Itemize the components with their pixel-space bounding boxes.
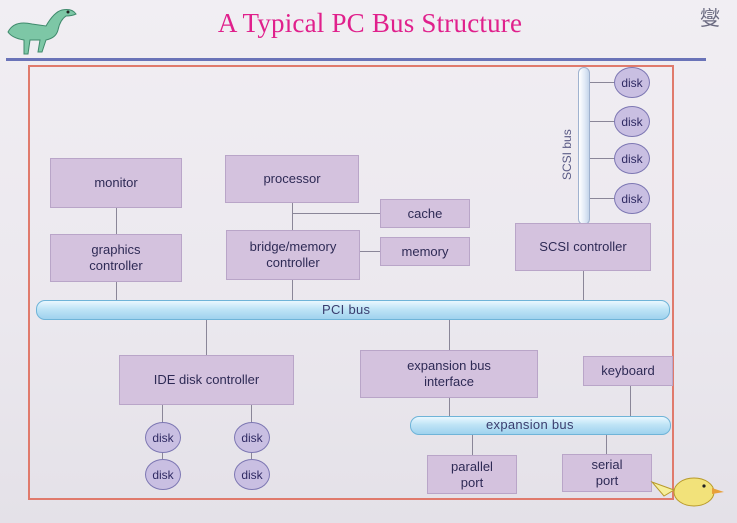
connector-keyboard-bus [630, 386, 631, 416]
keyboard-box: keyboard [583, 356, 673, 386]
diagram-frame [28, 65, 674, 500]
disk-icon: disk [614, 183, 650, 214]
disk-icon: disk [614, 106, 650, 137]
expansion-bus-interface-box: expansion bus interface [360, 350, 538, 398]
connector-scsi-disk-4 [588, 198, 616, 199]
memory-box: memory [380, 237, 470, 266]
connector-expansion-interface-bus [449, 398, 450, 416]
parallel-port-box: parallel port [427, 455, 517, 494]
scsi-bus [578, 67, 590, 225]
connector-scsi-pci [583, 271, 584, 309]
disk-icon: disk [145, 459, 181, 490]
disk-icon: disk [614, 67, 650, 98]
connector-scsi-disk-3 [588, 158, 616, 159]
connector-bridge-pci [292, 280, 293, 318]
connector-processor-bridge [292, 203, 293, 230]
bird-icon [650, 477, 724, 507]
disk-icon: disk [234, 459, 270, 490]
connector-scsi-disk-2 [588, 121, 616, 122]
scsi-controller-box: SCSI controller [515, 223, 651, 271]
dinosaur-icon [7, 9, 77, 55]
connector-cache-horizontal [292, 213, 380, 214]
bridge-memory-controller-box: bridge/memory controller [226, 230, 360, 280]
disk-icon: disk [234, 422, 270, 453]
connector-bus-parallel [472, 432, 473, 455]
expansion-bus-label: expansion bus [486, 417, 574, 432]
corner-watermark: 燮 [700, 8, 720, 30]
scsi-bus-label: SCSI bus [560, 129, 574, 180]
connector-pci-expansion-interface [449, 318, 450, 350]
disk-icon: disk [614, 143, 650, 174]
cache-box: cache [380, 199, 470, 228]
expansion-bus [410, 416, 671, 435]
graphics-controller-box: graphics controller [50, 234, 182, 282]
processor-box: processor [225, 155, 359, 203]
disk-icon: disk [145, 422, 181, 453]
monitor-box: monitor [50, 158, 182, 208]
connector-bridge-memory [360, 251, 380, 252]
pci-bus [36, 300, 670, 320]
title-divider [6, 58, 706, 61]
page-title: A Typical PC Bus Structure [217, 8, 523, 38]
connector-pci-ide [206, 318, 207, 355]
connector-bus-serial [606, 432, 607, 454]
ide-disk-controller-box: IDE disk controller [119, 355, 294, 405]
pci-bus-label: PCI bus [322, 302, 371, 317]
connector-monitor-graphics [116, 208, 117, 234]
connector-scsi-disk-1 [588, 82, 616, 83]
serial-port-box: serial port [562, 454, 652, 492]
